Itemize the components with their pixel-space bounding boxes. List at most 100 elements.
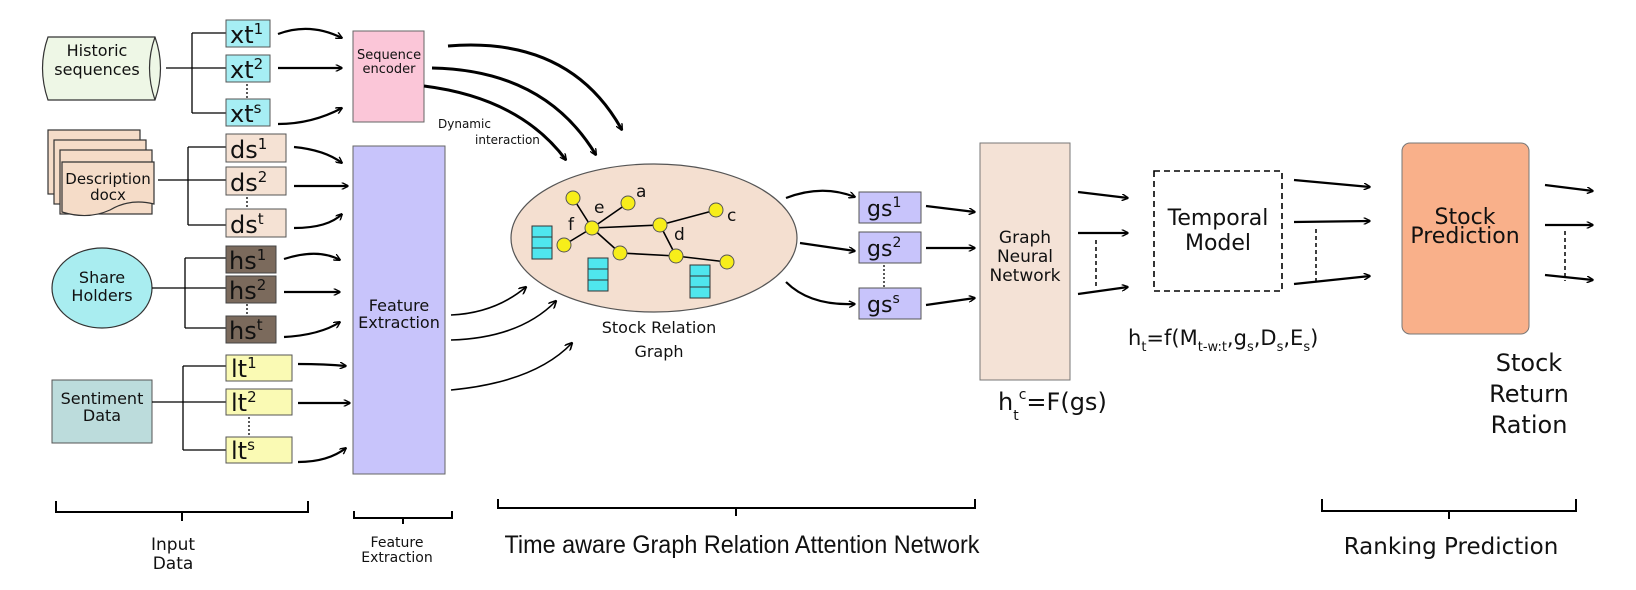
graph-node-label-d: d (674, 225, 685, 245)
ds-base-1: ds (230, 136, 258, 164)
sequence-encoder-line1: Sequence (357, 48, 421, 63)
gnn-to-temporal-arrows (1077, 190, 1128, 296)
gs-base-2: gs (867, 237, 892, 262)
temporal-to-prediction-arrows (1293, 178, 1370, 286)
svg-text:gs1: gs1 (867, 195, 901, 222)
temporal-line1: Temporal (1167, 206, 1269, 231)
ds-base-2: ds (230, 169, 258, 197)
hs-sup-t: t (257, 316, 263, 334)
prediction-line2: Prediction (1410, 224, 1519, 249)
bottom-braces (55, 499, 1577, 524)
lt-base-2: lt (231, 389, 247, 417)
tf-p5: ,E (1283, 326, 1303, 350)
graph-node-label-e: e (594, 198, 604, 218)
svg-text:xts: xts (230, 99, 262, 128)
graph-neural-network-block: Graph Neural Network (979, 142, 1071, 381)
svg-text:ds1: ds1 (230, 135, 267, 164)
tf-p4: ,D (1254, 326, 1277, 350)
xt-base-1: xt (230, 21, 254, 49)
graph-node-1 (565, 190, 581, 206)
tf-p6: ) (1310, 326, 1318, 350)
graph-node-d (652, 217, 668, 233)
lt-sup-s: s (247, 436, 255, 454)
xt-token-2: xt2 (225, 54, 271, 84)
gs-base-s: gs (867, 293, 892, 318)
svg-text:hs1: hs1 (229, 246, 266, 275)
feature-extraction-line1: Feature (369, 296, 429, 315)
historic-sequences-source: Historic sequences (41, 36, 162, 101)
tf-s1: t (1141, 340, 1146, 355)
svg-text:gss: gss (867, 291, 900, 318)
ds-base-t: ds (230, 211, 258, 239)
input-brackets (152, 32, 226, 451)
gnn-formula-rest: =F(gs) (1026, 388, 1106, 416)
gs-token-2: gs2 (858, 231, 922, 264)
historic-label-line1: Historic (67, 41, 128, 60)
hs-sup-2: 2 (257, 276, 267, 294)
gs-base-1: gs (867, 197, 892, 222)
graph-caption-line1: Stock Relation (602, 318, 717, 337)
lt-token-2: lt2 (225, 388, 293, 417)
graph-node-4 (556, 237, 572, 253)
graph-node-f-hub (584, 220, 600, 236)
ds-sup-1: 1 (258, 135, 268, 153)
dynamic-interaction-line2: interaction (475, 133, 540, 147)
tagrn-bracket-label: Time aware Graph Relation Attention Netw… (505, 531, 980, 559)
ds-sup-2: 2 (258, 168, 268, 186)
hs-base-1: hs (229, 247, 257, 275)
svg-text:xt1: xt1 (230, 20, 263, 49)
sentiment-label-line2: Data (83, 406, 121, 425)
graph-caption-line2: Graph (634, 342, 683, 361)
tf-s3: s (1247, 340, 1254, 355)
graph-node-label-c: c (727, 206, 736, 226)
gs-sup-2: 2 (892, 235, 901, 251)
lt-base-s: lt (231, 437, 247, 465)
feature-extraction-line2: Extraction (358, 313, 440, 332)
lt-sup-1: 1 (247, 354, 257, 372)
xt-token-1: xt1 (225, 19, 271, 49)
svg-text:hs2: hs2 (229, 276, 266, 305)
sequence-encoder-line2: encoder (363, 62, 417, 77)
tf-p3: ,g (1227, 326, 1247, 350)
return-line2: Return (1489, 380, 1569, 408)
gs-token-1: gs1 (858, 191, 922, 224)
ds-token-1: ds1 (225, 133, 287, 164)
xt-sup-1: 1 (254, 20, 264, 38)
shareholders-label-line2: Holders (71, 286, 132, 305)
hs-sup-1: 1 (257, 246, 267, 264)
gnn-formula-sub: t (1013, 408, 1019, 424)
temporal-model-block: Temporal Model (1153, 170, 1283, 292)
xt-token-s: xts (225, 98, 271, 128)
tf-s4: s (1277, 340, 1284, 355)
svg-text:lts: lts (231, 436, 255, 465)
description-label-line1: Description (65, 170, 150, 188)
historic-label-line2: sequences (54, 60, 139, 79)
feature-stack-2 (587, 257, 609, 292)
svg-text:gs2: gs2 (867, 235, 901, 262)
hs-base-2: hs (229, 277, 257, 305)
svg-text:hst: hst (229, 316, 263, 345)
shareholders-label-line1: Share (79, 268, 125, 287)
hs-token-2: hs2 (225, 275, 277, 305)
hs-token-t: hst (225, 315, 277, 345)
encoder-to-graph-arrows (423, 43, 624, 160)
description-label-line2: docx (90, 186, 126, 204)
ds-sup-t: t (258, 210, 264, 228)
gnn-formula: htc=F(gs) (998, 387, 1107, 424)
gs-sup-1: 1 (892, 195, 901, 211)
feature-stack-1 (531, 225, 553, 260)
lt-sup-2: 2 (247, 388, 257, 406)
gs-sup-s: s (892, 291, 899, 307)
shareholders-source: Share Holders (51, 247, 153, 329)
lt-base-1: lt (231, 355, 247, 383)
graph-to-gs-arrows (785, 189, 855, 304)
tf-s2: t-w:t (1198, 340, 1227, 355)
gnn-line2: Neural (997, 247, 1053, 267)
sentiment-data-source: Sentiment Data (51, 379, 153, 444)
graph-node-8 (668, 248, 684, 264)
xt-sup-s: s (254, 99, 262, 117)
feature-bracket-line1: Feature (371, 535, 424, 551)
input-data-bracket-line2: Data (153, 554, 194, 574)
xt-base-2: xt (230, 56, 254, 84)
